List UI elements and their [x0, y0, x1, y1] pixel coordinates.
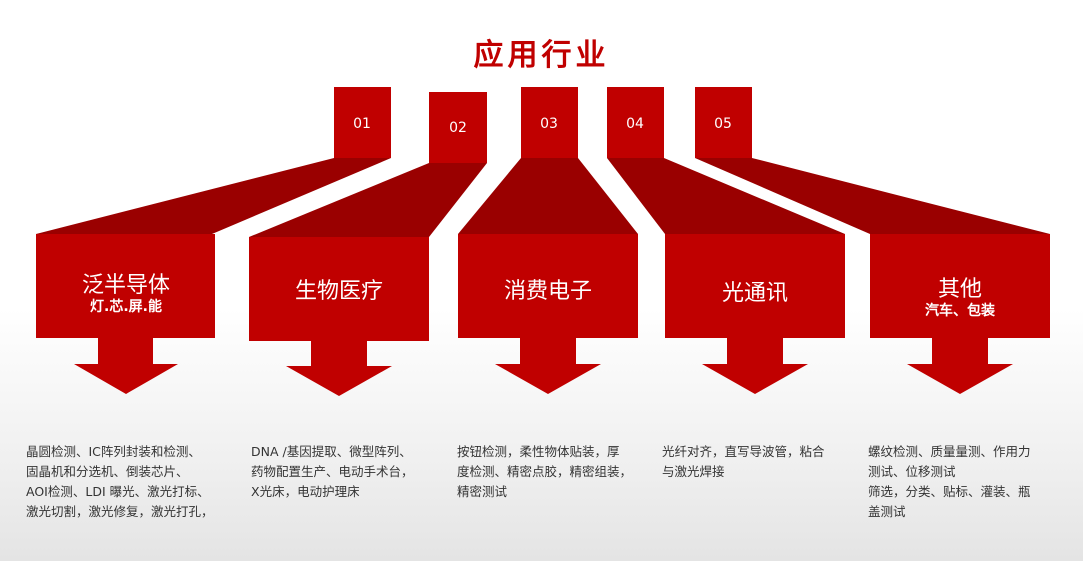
category-arrow-3: [458, 234, 638, 394]
connector-band-5: [695, 158, 1050, 234]
industry-column-3: [458, 87, 638, 394]
category-arrow-5: [870, 234, 1050, 394]
number-label-4: 04: [626, 116, 644, 132]
number-tab-2: [429, 92, 487, 163]
connector-band-2: [249, 163, 487, 237]
number-tab-3: [521, 87, 578, 158]
page-title: 应用行业: [473, 38, 610, 73]
description-2: DNA /基因提取、微型阵列、 药物配置生产、电动手术台， X光床，电动护理床: [251, 444, 414, 499]
number-label-5: 05: [714, 116, 732, 132]
description-4: 光纤对齐，直写导波管，粘合 与激光焊接: [662, 444, 825, 479]
industry-column-5: [695, 87, 1050, 394]
number-tab-5: [695, 87, 752, 158]
category-sub-1: 灯.芯.屏.能: [90, 299, 162, 315]
industry-column-2: [249, 92, 487, 396]
category-arrow-1: [36, 234, 215, 394]
category-sub-5: 汽车、包装: [925, 303, 995, 319]
connector-band-3: [458, 158, 638, 234]
industry-column-4: [607, 87, 845, 394]
category-name-4: 光通讯: [721, 281, 788, 306]
number-tab-4: [607, 87, 664, 158]
number-label-1: 01: [353, 116, 371, 132]
industry-column-1: [36, 87, 391, 394]
description-3: 按钮检测，柔性物体贴装，厚 度检测、精密点胶，精密组装， 精密测试: [457, 444, 633, 499]
connector-band-4: [607, 158, 845, 234]
connector-band-1: [36, 158, 391, 234]
category-name-3: 消费电子: [503, 279, 592, 304]
number-tab-1: [334, 87, 391, 158]
category-name-5: 其他: [937, 277, 982, 302]
category-name-1: 泛半导体: [81, 273, 170, 298]
category-arrow-4: [665, 234, 845, 394]
description-5: 螺纹检测、质量量测、作用力 测试、位移测试 筛选，分类、贴标、灌装、瓶 盖测试: [868, 444, 1031, 519]
number-label-3: 03: [540, 116, 558, 132]
category-name-2: 生物医疗: [294, 279, 383, 304]
description-1: 晶圆检测、IC阵列封装和检测、 固晶机和分选机、倒装芯片、 AOI检测、LDI …: [26, 444, 214, 519]
category-arrow-2: [249, 237, 429, 396]
number-label-2: 02: [449, 120, 467, 136]
